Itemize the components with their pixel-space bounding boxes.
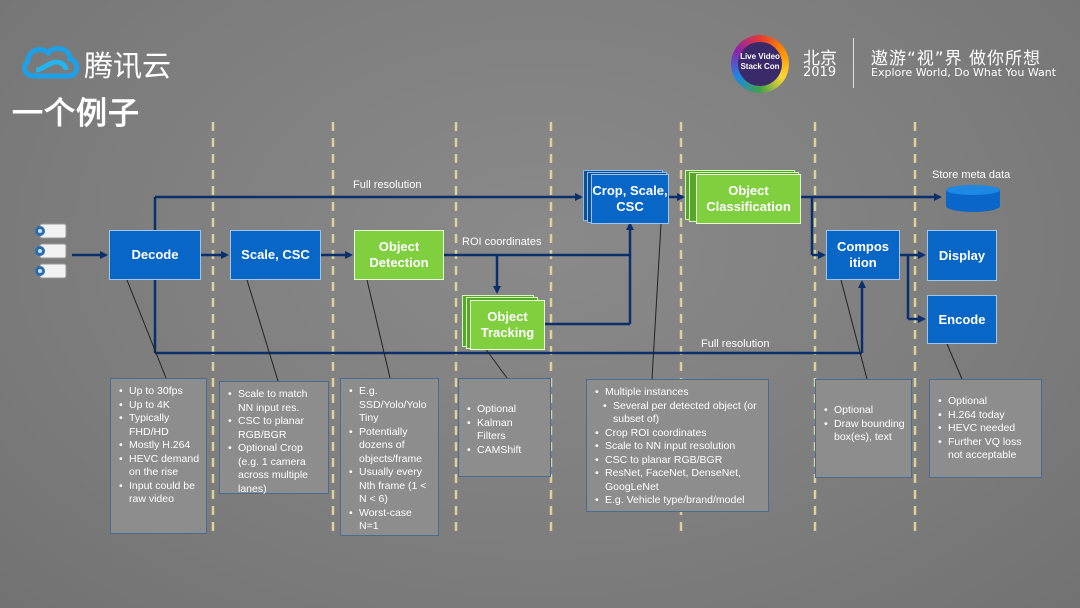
note-connectors [126, 223, 963, 382]
tracking-note-item: CAMShift [467, 444, 544, 458]
slide-title: 一个例子 [12, 96, 140, 132]
encode-note-item: Further VQ loss not acceptable [938, 436, 1035, 463]
tracking-note: OptionalKalman FiltersCAMShift [458, 378, 551, 477]
display-box: Display [927, 230, 997, 281]
tracking-note-item: Optional [467, 403, 544, 417]
classification-note-list: Multiple instancesSeveral per detected o… [595, 386, 762, 508]
object-detection-box: Object Detection [354, 230, 444, 280]
detection-note-item: Potentially dozens of objects/frame [349, 426, 432, 467]
classification-note: Multiple instancesSeveral per detected o… [586, 379, 769, 512]
composition-note-item: Optional [824, 404, 905, 418]
decode-note-item: Up to 4K [119, 399, 200, 413]
event-logo-text: Live Video Stack Con [737, 52, 783, 72]
full-resolution-bottom-label: Full resolution [701, 338, 770, 350]
classification-note-item: ResNet, FaceNet, DenseNet, GoogLeNet [595, 467, 762, 494]
encode-note-list: OptionalH.264 todayHEVC neededFurther VQ… [938, 395, 1035, 463]
header-divider [853, 38, 854, 88]
object-classification-box: Object Classification [696, 174, 801, 224]
decode-note-list: Up to 30fpsUp to 4KTypically FHD/HDMostl… [119, 385, 200, 507]
encode-note-item: HEVC needed [938, 422, 1035, 436]
composition-note-item: Draw bounding box(es), text [824, 418, 905, 445]
decode-box: Decode [109, 230, 201, 280]
composition-note: OptionalDraw bounding box(es), text [815, 379, 912, 478]
encode-note-item: Optional [938, 395, 1035, 409]
classification-note-item: Crop ROI coordinates [595, 427, 762, 441]
detection-note-item: Worst-case N=1 [349, 507, 432, 534]
slogan-cn: 遨游“视”界 做你所想 [871, 49, 1042, 69]
classification-note-item: Scale to NN input resolution [595, 440, 762, 454]
tracking-note-list: OptionalKalman FiltersCAMShift [467, 403, 544, 457]
scale-csc-box: Scale, CSC [230, 230, 321, 280]
decode-note-item: Typically FHD/HD [119, 412, 200, 439]
detection-note-item: Usually every Nth frame (1 < N < 6) [349, 466, 432, 507]
scale-note-item: Scale to match NN input res. [228, 388, 322, 415]
decode-note-item: HEVC demand on the rise [119, 453, 200, 480]
full-resolution-top-label: Full resolution [353, 179, 422, 191]
classification-note-item: Several per detected object (or subset o… [595, 400, 762, 427]
event-badge-line-2: Stack Con [740, 62, 780, 71]
detection-note-list: E.g. SSD/Yolo/Yolo TinyPotentially dozen… [349, 385, 432, 534]
database-icon [946, 185, 1000, 212]
decode-note: Up to 30fpsUp to 4KTypically FHD/HDMostl… [110, 378, 207, 534]
composition-note-list: OptionalDraw bounding box(es), text [824, 404, 905, 445]
scale-note: Scale to match NN input res.CSC to plana… [219, 381, 329, 496]
detection-note-item: E.g. SSD/Yolo/Yolo Tiny [349, 385, 432, 426]
brand-name: 腾讯云 [84, 49, 172, 83]
scale-note-item: Optional Crop (e.g. 1 camera across mult… [228, 442, 322, 496]
classification-note-item: CSC to planar RGB/BGR [595, 454, 762, 468]
roi-coordinates-label: ROI coordinates [462, 236, 542, 248]
scale-note-list: Scale to match NN input res.CSC to plana… [228, 388, 322, 496]
encode-note: OptionalH.264 todayHEVC neededFurther VQ… [929, 379, 1042, 478]
classification-note-item: E.g. Vehicle type/brand/model [595, 494, 762, 508]
scale-note-item: CSC to planar RGB/BGR [228, 415, 322, 442]
slogan-en: Explore World, Do What You Want [871, 66, 1057, 79]
encode-box: Encode [927, 295, 997, 344]
object-tracking-box: Object Tracking [470, 300, 545, 350]
decode-note-item: Mostly H.264 [119, 439, 200, 453]
city-label: 北京 [803, 49, 837, 69]
tracking-note-item: Kalman Filters [467, 417, 544, 444]
event-badge-line-1: Live Video [740, 52, 780, 61]
classification-note-item: Multiple instances [595, 386, 762, 400]
decode-note-item: Input could be raw video [119, 480, 200, 507]
event-logo: Live Video Stack Con [731, 35, 789, 93]
encode-note-item: H.264 today [938, 409, 1035, 423]
composition-box: Compos ition [826, 230, 900, 280]
year-label: 2019 [803, 65, 837, 80]
store-meta-label: Store meta data [932, 169, 1011, 181]
tencent-cloud-logo-icon [22, 45, 80, 79]
crop-scale-csc-box: Crop, Scale, CSC [591, 174, 669, 224]
decode-note-item: Up to 30fps [119, 385, 200, 399]
detection-note: E.g. SSD/Yolo/Yolo TinyPotentially dozen… [340, 378, 439, 536]
security-camera-icon [35, 223, 67, 279]
